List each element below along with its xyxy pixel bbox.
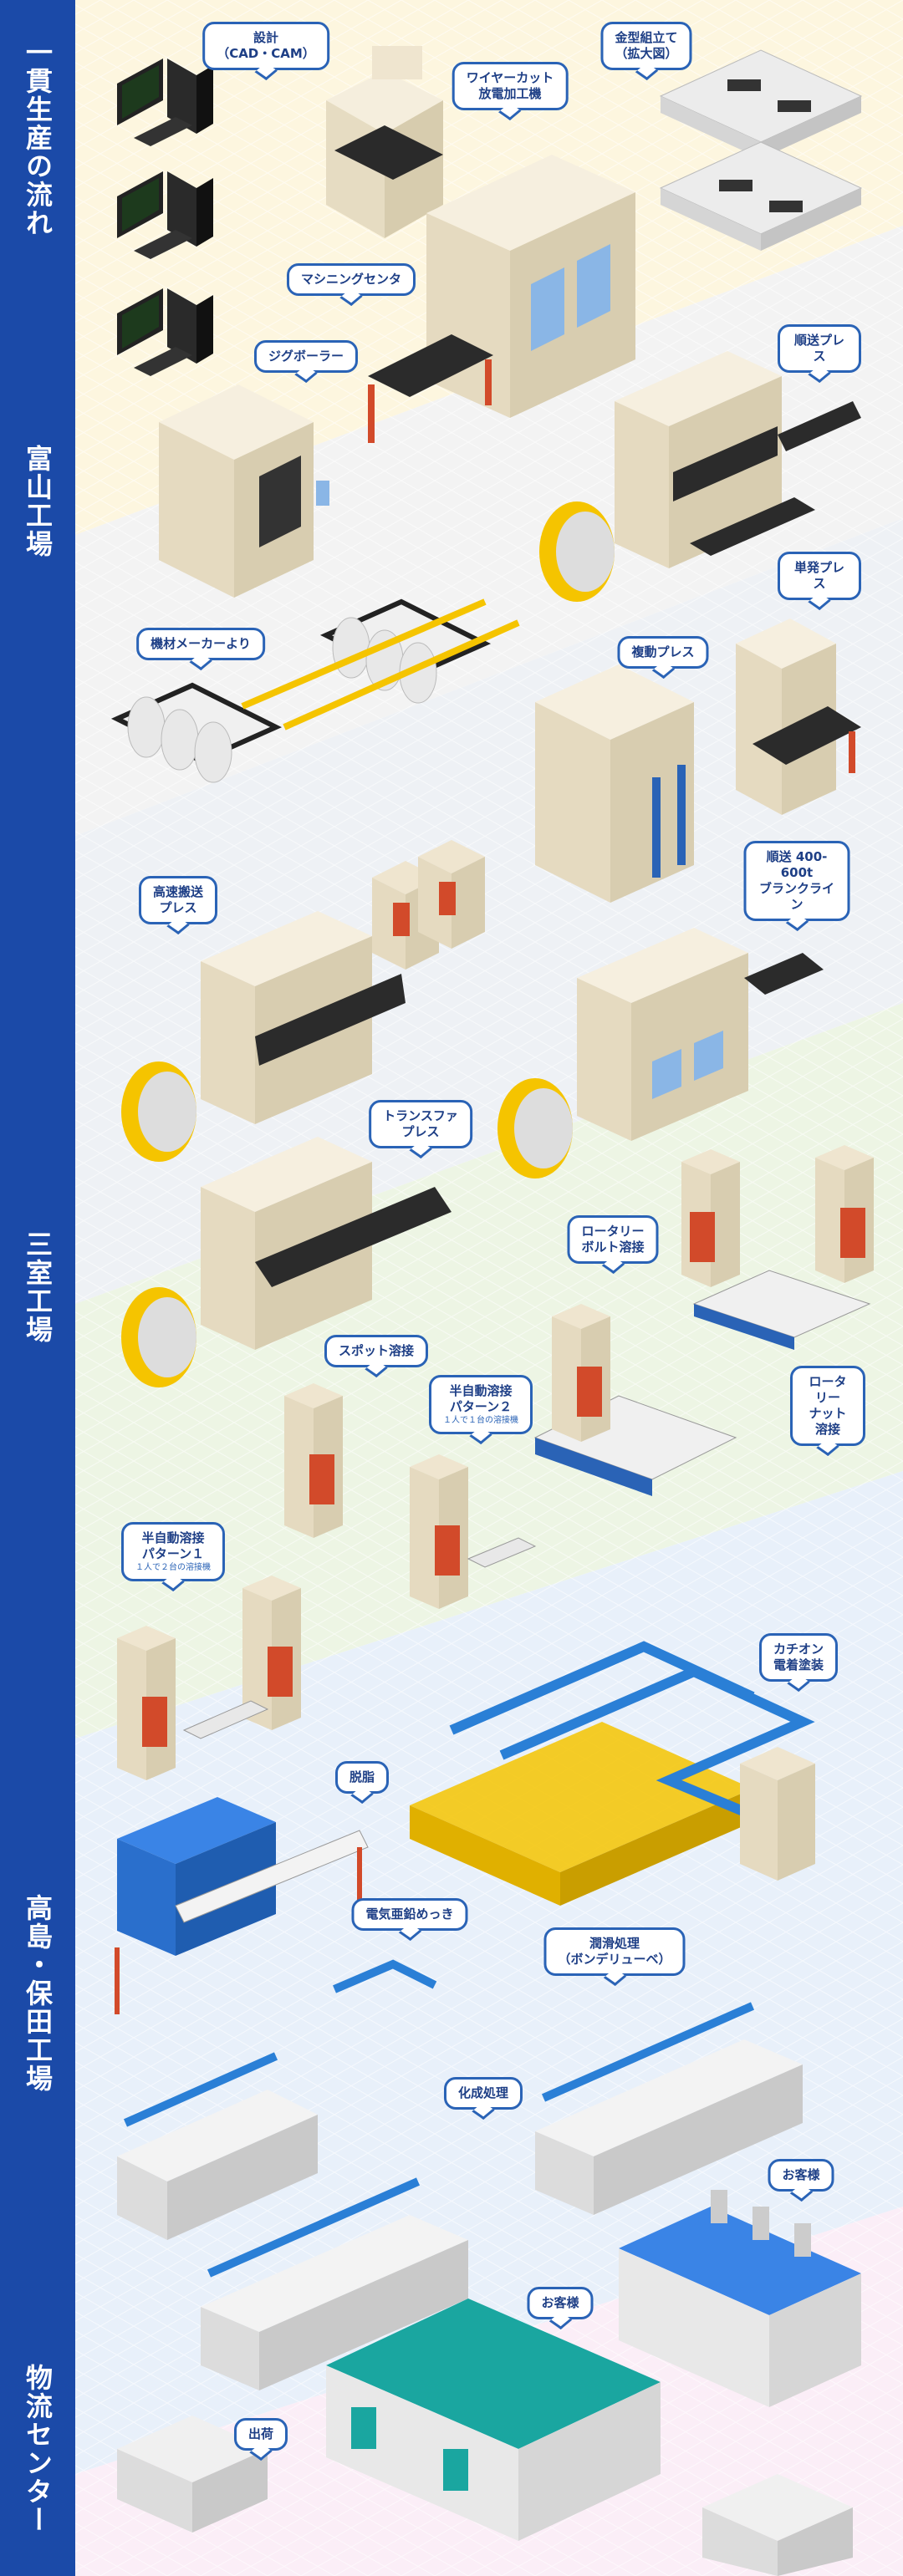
material-coils: [110, 598, 520, 783]
callout-cation: カチオン 電着塗装: [758, 1633, 839, 1682]
section-label-logistics: 物流センター: [22, 2364, 54, 2534]
surface-treatment-lines: [117, 1959, 803, 2390]
double-action-press: [535, 664, 694, 903]
section-label-flow: 一貫生産の流れ: [22, 38, 54, 237]
machining-center: [368, 155, 635, 443]
section-sidebar: [0, 0, 75, 2576]
logistics-center: [326, 2299, 661, 2541]
single-press: [736, 619, 861, 815]
callout-rotary-bolt: ロータリー ボルト溶接: [567, 1215, 659, 1264]
callout-semi-auto-1-sub: １人で２台の溶接機: [135, 1563, 211, 1572]
callout-rotary-nut: ロータリー ナット溶接: [790, 1366, 865, 1446]
callout-blank-line: 順送 400-600t ブランクライン: [743, 841, 850, 921]
callout-customer-2: お客様: [527, 2287, 594, 2319]
callout-semi-auto-2-title: 半自動溶接 パターン２: [449, 1383, 513, 1414]
callout-spot-weld: スポット溶接: [324, 1335, 429, 1367]
section-label-takashima: 高島・保田工場: [22, 1894, 54, 2093]
blank-line: [497, 928, 824, 1179]
mold-assembly: [659, 49, 863, 251]
callout-single-press: 単発プレス: [778, 552, 861, 600]
callout-shipping: 出荷: [233, 2418, 288, 2451]
callout-progressive-press: 順送プレス: [778, 324, 861, 373]
callout-transfer-press: トランスファ プレス: [369, 1100, 472, 1148]
callout-semi-auto-1: 半自動溶接 パターン１ １人で２台の溶接機: [121, 1522, 225, 1581]
callout-jig-borer: ジグボーラー: [253, 340, 359, 373]
rotary-bolt-welder: [681, 1145, 874, 1350]
delivery-trucks: [117, 2416, 853, 2576]
callout-zinc-plating: 電気亜鉛めっき: [351, 1898, 468, 1931]
callout-chemical: 化成処理: [443, 2077, 523, 2110]
callout-machining: マシニングセンタ: [286, 263, 416, 296]
callout-material: 機材メーカーより: [136, 628, 265, 660]
rotary-nut-welder: [533, 1304, 737, 1496]
customer-warehouse: [619, 2190, 861, 2407]
callout-double-press: 複動プレス: [617, 636, 709, 669]
callout-mold-assembly: 金型組立て （拡大図）: [600, 22, 692, 70]
high-speed-press: [121, 840, 485, 1162]
transfer-press: [121, 1137, 452, 1387]
cad-workstations: [117, 59, 213, 376]
cation-coating-line: [410, 1641, 815, 1906]
callout-design: 設計 （CAD・CAM）: [202, 22, 329, 70]
callout-wirecut: ワイヤーカット 放電加工機: [452, 62, 569, 110]
degreasing-booth: [115, 1797, 369, 2014]
callout-high-speed-press: 高速搬送 プレス: [138, 876, 218, 924]
callout-degrease: 脱脂: [334, 1761, 390, 1794]
section-label-toyama: 富山工場: [22, 445, 54, 558]
progressive-press-toyama: [539, 351, 861, 602]
callout-semi-auto-1-title: 半自動溶接 パターン１: [141, 1530, 205, 1561]
welding-stations: [117, 1383, 537, 1780]
callout-semi-auto-2-sub: １人で１台の溶接機: [443, 1416, 518, 1425]
wirecut-machine: [326, 46, 443, 238]
callout-lubrication: 潤滑処理 （ボンデリューベ）: [543, 1927, 686, 1976]
jig-borer: [159, 384, 329, 598]
callout-semi-auto-2: 半自動溶接 パターン２ １人で１台の溶接機: [429, 1375, 533, 1434]
section-label-mimuro: 三室工場: [22, 1230, 54, 1344]
callout-customer-1: お客様: [768, 2159, 834, 2192]
